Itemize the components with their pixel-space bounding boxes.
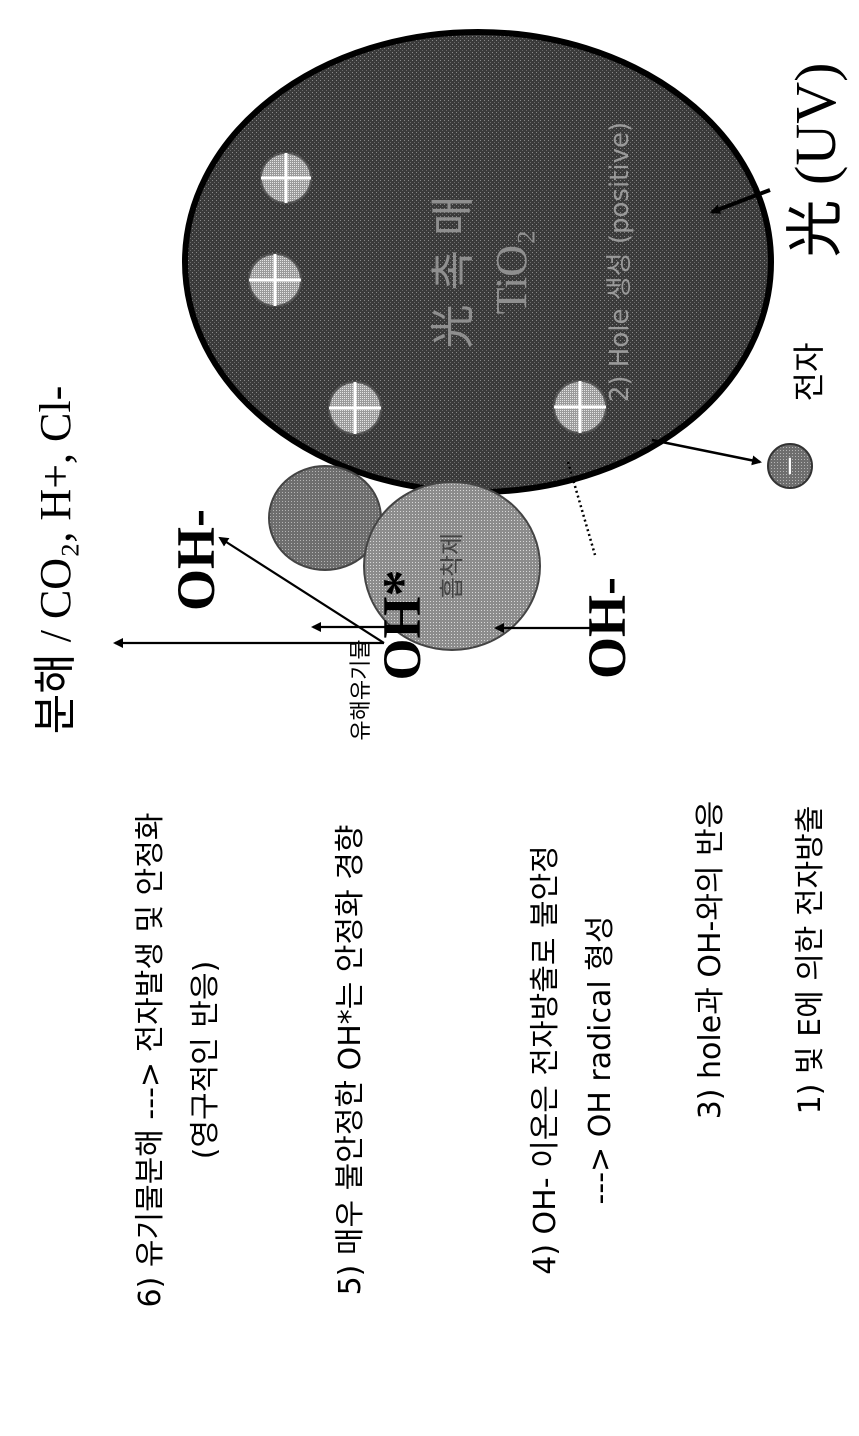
step-5: 5) 매우 불안정한 OH*는 안정화 경향 (333, 825, 368, 1296)
electron-emission-arrow (651, 438, 762, 466)
light-arrow (710, 188, 771, 214)
electron-particle: − (767, 443, 813, 489)
step-6: 6) 유기물분해 ---> 전자발생 및 안정화 (133, 813, 168, 1308)
oh-radical: OH* (372, 569, 432, 680)
light-uv-label: 光 (UV) (783, 63, 848, 258)
adsorbent-label: 흡착제 (438, 533, 466, 599)
hole-3 (328, 381, 382, 435)
catalyst-text-line1: 光 촉 매 (428, 196, 479, 349)
step-6-sub: (영구적인 반응) (188, 961, 223, 1160)
step-1: 1) 빛 E에 의한 전자방출 (793, 806, 828, 1115)
step-4-sub: ---> OH radical 형성 (583, 916, 618, 1205)
arrow-decomp-1 (218, 536, 385, 644)
step-3: 3) hole과 OH-와의 반응 (693, 801, 728, 1120)
adsorbent-particle (363, 481, 541, 651)
hole-1 (260, 152, 312, 204)
hole-2 (248, 253, 302, 307)
catalyst-text-line3: 2) Hole 생성 (positive) (605, 122, 635, 402)
hole-4 (553, 380, 607, 434)
catalyst-text-line2: TiO₂ (487, 230, 536, 315)
decomposition-label: 분해 / CO₂, H+, Cl- (31, 386, 80, 734)
organic-pollutant-label: 유해유기물 (349, 639, 374, 740)
dotted-connector (566, 461, 597, 556)
step-4: 4) OH- 이온은 전자방출로 불안정 (528, 845, 563, 1275)
electron-label: 전자 (790, 343, 828, 402)
oh-minus-top: OH- (166, 509, 226, 611)
electron-symbol: − (775, 455, 805, 477)
